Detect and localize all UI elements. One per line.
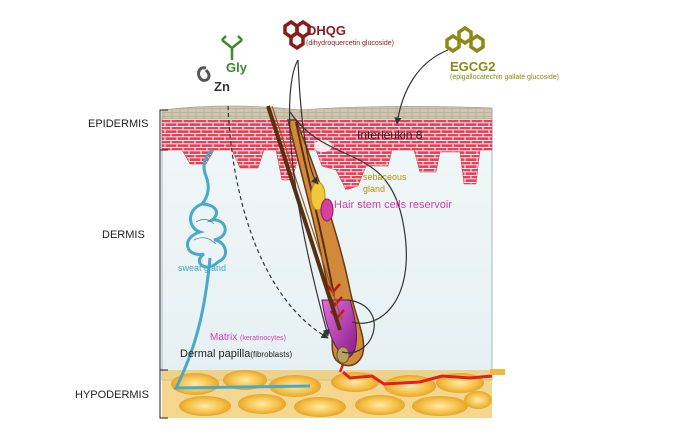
- dhqg-sebaceous-arrow: [297, 59, 319, 185]
- label-sebaceous-2: gland: [363, 184, 386, 194]
- egcg2-arrow: [394, 49, 449, 125]
- hypodermis-layer: [162, 370, 492, 418]
- label-interleukin: Interleukin 8: [357, 128, 423, 142]
- label-dermis: DERMIS: [102, 229, 145, 241]
- zinc-ion-icon: [197, 66, 211, 82]
- label-stem-cells: Hair stem cells reservoir: [334, 199, 452, 211]
- label-zn: Zn: [214, 79, 230, 94]
- layer-brackets: [159, 109, 168, 419]
- label-papilla-sub: (fibroblasts): [250, 350, 293, 359]
- label-egcg2-full: (epigallocatechin gallate glucoside): [450, 74, 559, 81]
- hexagon-ring-icon: [445, 25, 485, 54]
- glycine-molecule-icon: [221, 35, 243, 60]
- follicle-loop: [289, 111, 407, 324]
- label-matrix-main: Matrix: [210, 332, 238, 343]
- label-matrix-sub: (keratinocytes): [240, 335, 286, 342]
- stem-cells-reservoir: [320, 198, 334, 222]
- label-matrix: Matrix (keratinocytes): [210, 332, 286, 343]
- label-sweat-gland: sweat gland: [178, 263, 227, 273]
- label-hypodermis: HYPODERMIS: [75, 389, 149, 401]
- label-dhqg: DHQG: [307, 23, 346, 38]
- sweat-gland: [173, 148, 311, 390]
- label-papilla-main: Dermal papilla: [180, 348, 251, 360]
- label-epidermis: EPIDERMIS: [88, 118, 149, 130]
- zn-arrow: [227, 105, 329, 339]
- label-papilla: Dermal papilla(fibroblasts): [180, 348, 292, 360]
- epidermis-layer: [161, 105, 493, 191]
- hair-shaft: [266, 105, 342, 331]
- label-dhqg-full: (dihydroquercetin glucoside): [306, 40, 394, 47]
- label-gly: Gly: [226, 60, 247, 75]
- blood-vessel: [342, 370, 493, 386]
- label-egcg2: EGCG2: [450, 59, 496, 74]
- hexagon-ring-icon: [283, 19, 311, 51]
- label-sebaceous-1: sebaceous: [363, 172, 407, 182]
- dhqg-arrow: [288, 59, 330, 337]
